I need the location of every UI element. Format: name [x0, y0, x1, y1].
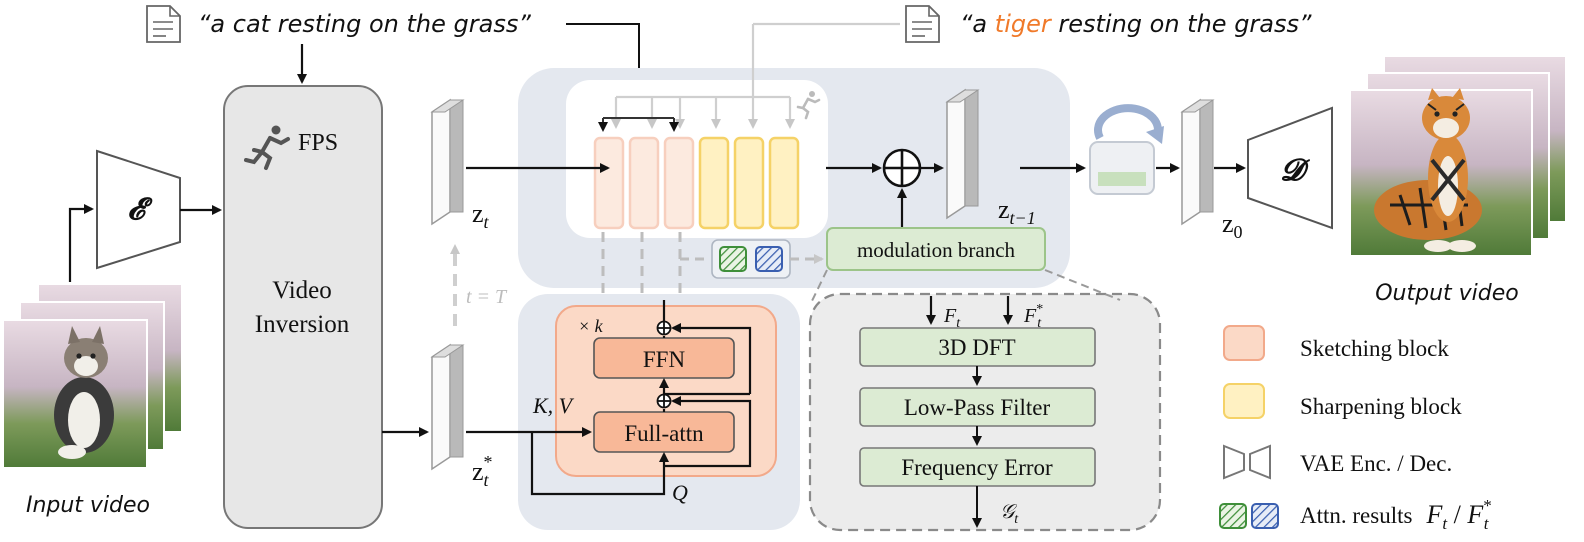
- running-person-icon-small: [796, 91, 821, 120]
- sharpening-block: [768, 136, 800, 230]
- ft-label: Ft: [943, 305, 961, 331]
- z0-latent: [1180, 98, 1215, 226]
- ztm1-latent: [945, 88, 980, 220]
- source-prompt: “a cat resting on the grass”: [198, 10, 531, 38]
- zoom-line-left: [809, 269, 828, 306]
- output-video-stack: [1349, 55, 1567, 257]
- output-video-label: Output video: [1375, 281, 1519, 306]
- ztm1-label: zt−1: [998, 195, 1036, 228]
- cat-image: [54, 326, 114, 459]
- decoder-trapezoid: [1247, 106, 1333, 230]
- zoom-line-right: [1044, 269, 1121, 301]
- z0-label: z0: [1222, 209, 1243, 242]
- legend-attn-blue: [1251, 503, 1279, 529]
- sketching-block: [593, 136, 625, 230]
- plus-circle-icon: [882, 148, 922, 188]
- times-k-label: × k: [578, 316, 604, 336]
- running-person-icon: [244, 125, 290, 170]
- legend-vae-icon: [1223, 444, 1271, 480]
- input-video-label: Input video: [26, 493, 150, 518]
- full-attn-label: Full-attn: [624, 421, 704, 446]
- video-inversion-line1: Video: [272, 277, 332, 304]
- legend-sharpening-swatch: [1223, 383, 1265, 419]
- attention-flow-arrows: [466, 300, 752, 496]
- attn-result-ft: [719, 246, 747, 272]
- sketching-blocks: [593, 136, 695, 230]
- plus-circle-icon: [656, 320, 672, 409]
- legend-vae-label: VAE Enc. / Dec.: [1300, 451, 1452, 476]
- video-inversion-line2: Inversion: [255, 311, 350, 338]
- document-icon: [905, 5, 940, 43]
- ffn-label: FFN: [643, 347, 686, 372]
- sketch-to-attn-dashes: [601, 232, 682, 300]
- scheduler-fill: [1098, 172, 1146, 186]
- legend-attn-green: [1219, 503, 1247, 529]
- kv-label: K, V: [532, 393, 575, 418]
- document-icon: [146, 5, 181, 43]
- input-video-stack: [2, 283, 183, 469]
- arrow-input-encoder: [68, 204, 94, 282]
- legend: Sketching block Sharpening block VAE Enc…: [1219, 325, 1492, 533]
- low-pass-label: Low-Pass Filter: [904, 395, 1051, 420]
- scheduler-box: [1089, 141, 1155, 195]
- target-bus: [611, 24, 795, 129]
- fps-label: FPS: [298, 130, 338, 156]
- sketching-block: [628, 136, 660, 230]
- zt-label: zt: [472, 199, 490, 232]
- source-bus: [598, 117, 679, 132]
- zt-star-latent: [430, 343, 465, 471]
- tiger-image: [1374, 88, 1482, 252]
- modulation-branch-box: [826, 227, 1046, 271]
- dft-label: 3D DFT: [938, 335, 1015, 360]
- modulation-branch-label: modulation branch: [857, 238, 1016, 262]
- legend-sharpening-label: Sharpening block: [1300, 394, 1462, 419]
- sketching-block: [663, 136, 695, 230]
- attn-result-ftstar: [755, 246, 783, 272]
- sharpening-block: [733, 136, 765, 230]
- encoder-trapezoid: [96, 149, 181, 270]
- q-label: Q: [672, 480, 688, 505]
- freq-error-label: Frequency Error: [901, 455, 1053, 480]
- t-eq-T-label: t = T: [466, 286, 508, 308]
- zt-latent: [430, 98, 465, 226]
- sharpening-block: [698, 136, 730, 230]
- sharpening-blocks: [698, 136, 800, 230]
- g-t-label: 𝒢t: [1000, 501, 1019, 527]
- zt-star-label: z*t: [472, 452, 493, 490]
- ftstar-label: F*t: [1023, 302, 1043, 331]
- target-prompt: “a tiger resting on the grass”: [960, 10, 1312, 38]
- legend-sketching-label: Sketching block: [1300, 336, 1449, 361]
- cycle-arrow-icon: [1094, 104, 1164, 144]
- video-inversion-box: [223, 85, 383, 529]
- legend-sketching-swatch: [1223, 325, 1265, 361]
